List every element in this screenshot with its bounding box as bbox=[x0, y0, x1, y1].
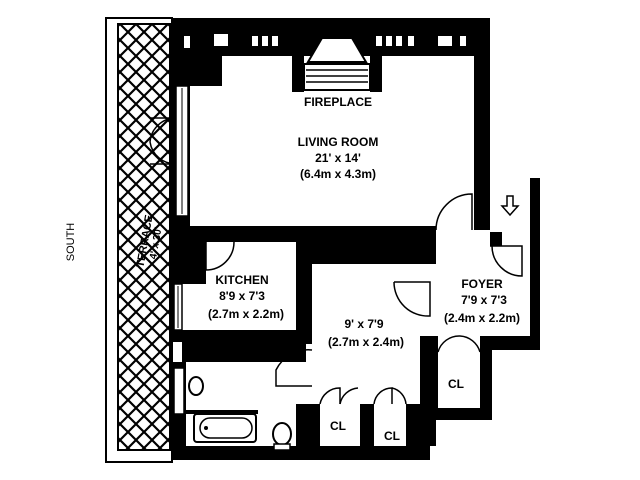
terrace bbox=[105, 17, 173, 463]
bath-window bbox=[173, 367, 185, 415]
bedroom-metric: (2.7m x 2.4m) bbox=[328, 335, 404, 349]
terrace-door bbox=[149, 85, 189, 217]
living-room-metric: (6.4m x 4.3m) bbox=[300, 167, 376, 181]
kitchen-metric: (2.7m x 2.2m) bbox=[208, 307, 284, 321]
living-room-label: LIVING ROOM bbox=[298, 135, 379, 149]
door-swings bbox=[205, 193, 523, 405]
foyer-closet-label: CL bbox=[448, 377, 464, 391]
closet-label-right: CL bbox=[384, 429, 400, 443]
closet-label-left: CL bbox=[330, 419, 346, 433]
foyer-label: FOYER bbox=[461, 277, 503, 291]
entry-arrow-icon bbox=[500, 195, 520, 217]
bedroom-dimensions: 9' x 7'9 bbox=[344, 317, 383, 331]
fireplace-label: FIREPLACE bbox=[304, 95, 372, 109]
living-room-dimensions: 21' x 14' bbox=[315, 151, 361, 165]
sink bbox=[188, 376, 204, 396]
kitchen-dimensions: 8'9 x 7'3 bbox=[219, 289, 265, 303]
foyer-metric: (2.4m x 2.2m) bbox=[444, 311, 520, 325]
south-label: SOUTH bbox=[65, 223, 77, 262]
bathtub bbox=[193, 413, 257, 443]
kitchen-window bbox=[173, 283, 183, 331]
foyer-dimensions: 7'9 x 7'3 bbox=[461, 293, 507, 307]
toilet bbox=[272, 422, 292, 451]
fireplace bbox=[292, 37, 382, 92]
kitchen-label: KITCHEN bbox=[215, 273, 268, 287]
